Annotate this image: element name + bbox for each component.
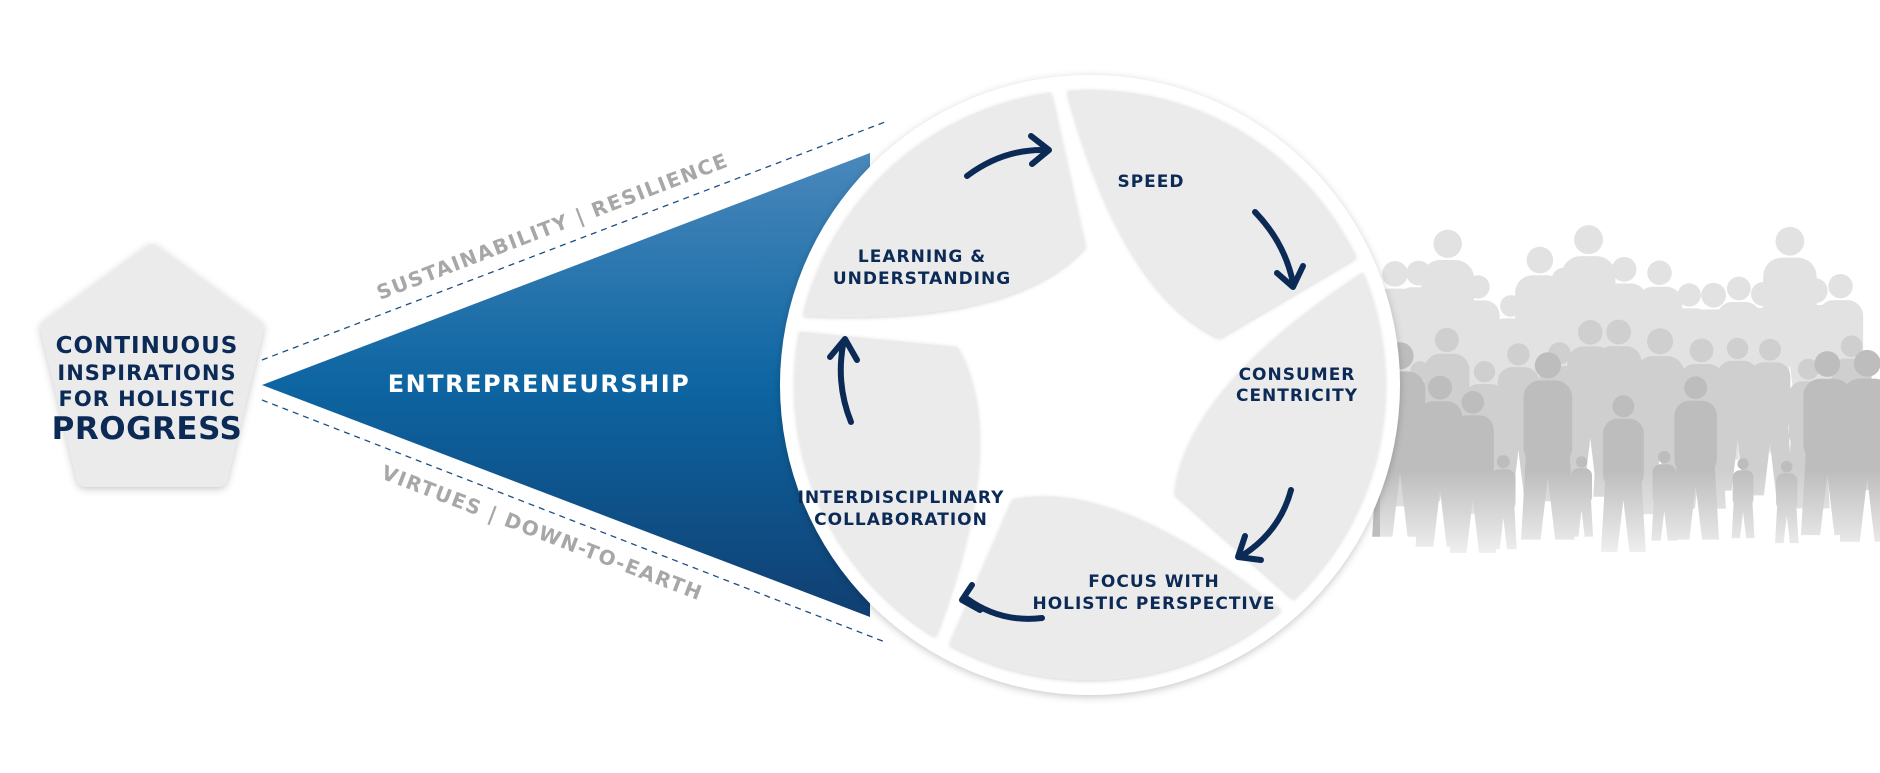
segment-learning-understanding xyxy=(803,92,1086,317)
crowd-silhouette xyxy=(1368,225,1880,580)
entrepreneurship-cone xyxy=(262,153,870,617)
crowd-fade xyxy=(1380,470,1880,580)
focus-label-1: FOCUS WITH xyxy=(1088,572,1219,592)
pentagon-text: CONTINUOUS INSPIRATIONS FOR HOLISTIC PRO… xyxy=(52,333,243,447)
pentagon-line-3: FOR HOLISTIC xyxy=(59,387,236,411)
focus-label-2: HOLISTIC PERSPECTIVE xyxy=(1032,594,1275,614)
speed-label: SPEED xyxy=(1117,172,1184,192)
pentagon-shape xyxy=(40,244,264,487)
lower-dashed-line xyxy=(261,399,886,643)
pentagon-line-1: CONTINUOUS xyxy=(56,333,239,359)
upper-dashed-line xyxy=(261,121,886,361)
arrow-interdisciplinary-to-learning-icon xyxy=(827,336,860,425)
learning-label-1: LEARNING & xyxy=(858,247,986,267)
arrow-focus-to-interdisciplinary-icon xyxy=(959,582,1045,622)
consumer-centricity-label-1: CONSUMER xyxy=(1239,365,1356,385)
arrow-speed-to-consumer-icon xyxy=(1252,209,1306,290)
segment-consumer-centricity xyxy=(1175,272,1385,599)
arrow-consumer-to-focus-icon xyxy=(1235,487,1294,563)
segment-focus-with-holistic-perspective xyxy=(949,496,1282,681)
entrepreneurship-label: ENTREPRENEURSHIP xyxy=(388,370,691,398)
segment-interdisciplinary-collaboration xyxy=(794,331,980,637)
interdisciplinary-label-2: COLLABORATION xyxy=(814,510,988,530)
pentagon-line-4: PROGRESS xyxy=(52,411,243,447)
interdisciplinary-label-1: INTERDISCIPLINARY xyxy=(798,488,1005,508)
arrow-learning-to-speed-icon xyxy=(964,133,1052,179)
consumer-centricity-label-2: CENTRICITY xyxy=(1236,386,1358,406)
learning-label-2: UNDERSTANDING xyxy=(833,269,1011,289)
pentagon-line-2: INSPIRATIONS xyxy=(57,361,236,385)
